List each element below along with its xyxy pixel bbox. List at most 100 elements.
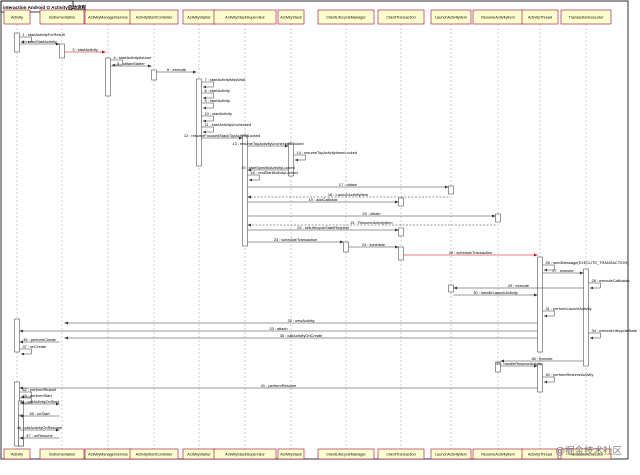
message-arrowhead (249, 178, 252, 182)
message-label: 26 : sendMessage(EXECUTE_TRANSACTION) (546, 260, 630, 265)
message-arrowhead (19, 436, 23, 440)
message-4: 4 : startActivityAsUser (110, 55, 152, 67)
message-label: 21 : ResumeActivityItem (351, 220, 393, 225)
message-5: 5 : obtainStarter (110, 61, 152, 68)
participant-foot-box-activity-thread (521, 448, 559, 460)
message-label: 20 : obtain (362, 211, 380, 216)
participant-foot-box-instrumentation (39, 448, 85, 460)
message-arrowhead (19, 329, 23, 333)
participant-head-box-activity-thread (521, 9, 559, 25)
participant-foot-box-client-transaction (377, 448, 425, 460)
message-label: 2 : execStartActivity (22, 39, 56, 44)
message-arrow (19, 36, 32, 43)
message-arrowhead (395, 228, 399, 232)
message-arrowhead (395, 200, 399, 204)
message-11: 11 : startActivityUnchecked (201, 122, 251, 134)
activation-bar-activity-stack-supervisor (242, 134, 248, 247)
message-arrowhead (21, 40, 24, 44)
message-label: 46 : callActivityOnResume (17, 425, 62, 430)
message-27: 27 : execute (542, 268, 584, 275)
participant-foot-box-activity (3, 448, 31, 460)
message-14: 14 : resumeTopActivityInnerLocked (293, 150, 357, 162)
message-arrowhead (64, 336, 68, 340)
message-23: 23 : scheduleTransaction (247, 237, 344, 244)
message-arrowhead (395, 245, 399, 249)
message-46: 46 : callActivityOnResume (17, 425, 62, 432)
message-label: 19 : addCallback (309, 197, 338, 202)
activation-bar-client-lifecycle-manager (343, 241, 349, 253)
message-label: 34 : executeLifecycleState (592, 328, 637, 333)
participant-head-label-client-transaction: ClientTransaction (386, 16, 415, 20)
message-arrowhead (64, 321, 68, 325)
message-28: 28 : executeCallbacks (588, 278, 630, 290)
participant-foot-box-activity-stack (277, 448, 305, 460)
watermark: @掘金技术社区 (555, 445, 622, 457)
participant-head-box-client-lifecycle-manager (317, 9, 375, 25)
participant-head-box-activity-stack (277, 9, 305, 25)
participant-head-box-launch-activity-item (430, 9, 472, 25)
message-21: 21 : ResumeActivityItem (247, 220, 496, 227)
message-label: 47 : onResume (26, 433, 52, 438)
message-label: 22 : setLifecycleStateRequest (297, 225, 349, 230)
participant-head-label-launch-activity-item: LaunchActivityItem (435, 16, 467, 20)
participant-head-label-activity-start-controller: ActivityStartController (136, 16, 173, 20)
message-label: 24 : schedule (362, 242, 385, 247)
message-arrow (201, 92, 214, 99)
message-16: 16 : realStartActivityLocked (247, 170, 298, 182)
message-arrow (542, 264, 555, 271)
message-33: 33 : attach (19, 326, 538, 333)
diagram-frame (0, 0, 629, 460)
message-label: 45 : onStart (29, 411, 50, 416)
message-arrow (201, 115, 214, 122)
message-29: 29 : execute (453, 283, 584, 290)
message-label: 33 : attach (269, 326, 287, 331)
message-arrowhead (534, 293, 538, 297)
message-arrowhead (56, 42, 60, 46)
message-label: 28 : executeCallbacks (592, 278, 630, 283)
message-arrowhead (544, 268, 547, 272)
message-arrowhead (534, 364, 538, 368)
participant-foot-box-transaction-executor (560, 448, 612, 460)
message-label: 29 : execute (508, 283, 529, 288)
message-39: 39 : handleResumeActivity (496, 361, 542, 368)
message-arrow (542, 310, 555, 317)
participant-foot-box-launch-activity-item (430, 448, 472, 460)
activation-bar-transaction-executor (583, 268, 589, 367)
message-arrowhead (19, 386, 23, 390)
participant-foot-box-client-lifecycle-manager (317, 448, 375, 460)
message-arrowhead (590, 286, 593, 290)
message-arrowhead (148, 64, 152, 68)
activation-bar-activity-thread (537, 363, 543, 393)
message-1: 1 : startActivityForResult (19, 32, 66, 44)
message-arrowhead (453, 286, 457, 290)
message-arrowhead (247, 195, 251, 199)
message-arrowhead (203, 130, 206, 134)
participant-head-label-activity-starter: ActivityStarter (187, 16, 211, 20)
message-arrowhead (203, 85, 206, 89)
message-arrowhead (19, 340, 23, 344)
message-label: 13 : resumeTopActivityUncheckedLocked (232, 141, 303, 146)
message-label: 38 : execute (531, 356, 552, 361)
participant-foot-box-activity-stack-supervisor (213, 448, 277, 460)
message-15: 15 : startSpecificActivityLocked (241, 165, 295, 172)
activation-bar-activity-thread (537, 256, 543, 353)
participant-head-label-activity-thread: ActivityThread (528, 16, 552, 20)
message-24: 24 : schedule (348, 242, 399, 249)
activation-bar-activity-starter (196, 78, 202, 167)
message-37: 37 : onCreate (19, 344, 46, 356)
activation-bar-client-transaction (398, 246, 404, 261)
participant-foot-label-transaction-executor: TransactionExecutor (569, 453, 604, 457)
activation-bar-activity-stack (288, 142, 294, 177)
message-arrowhead (445, 185, 449, 189)
participant-head-label-client-lifecycle-manager: ClientLifecycleManager (326, 16, 366, 20)
message-34: 34 : executeLifecycleState (588, 328, 637, 340)
message-label: 42 : performRestart (23, 387, 57, 392)
participant-foot-label-activity-manager-service: ActivityManagerService (88, 453, 128, 457)
message-label: 32 : newActivity (287, 318, 314, 323)
message-12: 12 : resumeFocusedStackTopActivityLocked (184, 133, 260, 140)
message-8: 8 : startActivity (201, 88, 230, 100)
activation-bar-resume-activity-item (495, 361, 501, 373)
activation-bar-activity (14, 32, 20, 53)
participant-head-label-activity-stack-supervisor: ActivityStackSupervisor (225, 16, 265, 20)
message-32: 32 : newActivity (64, 318, 538, 325)
